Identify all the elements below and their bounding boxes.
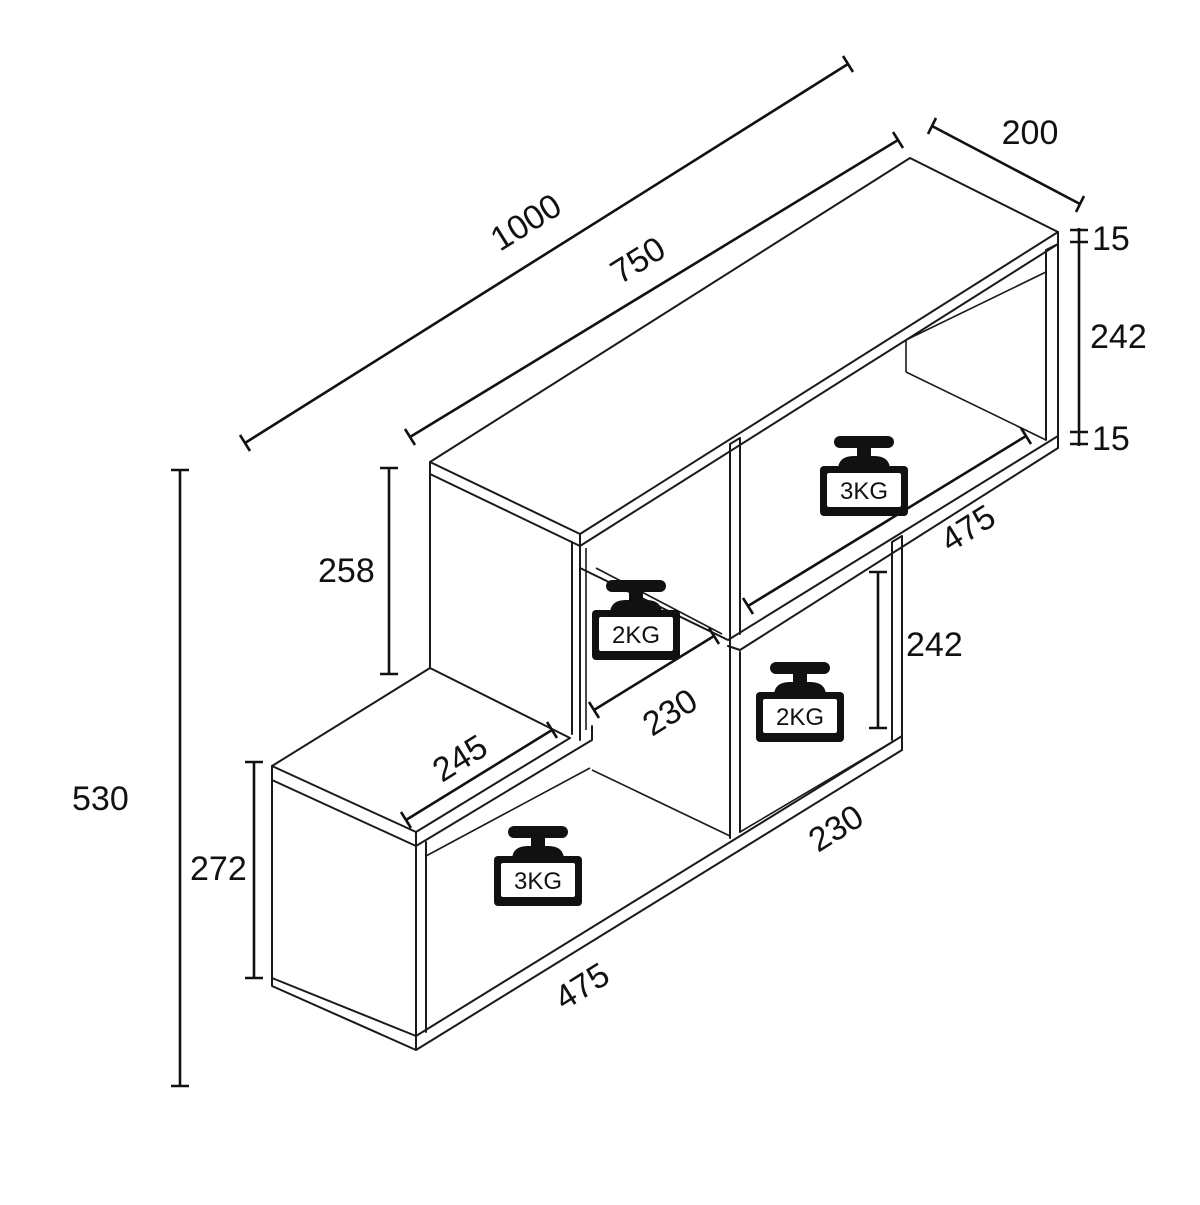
weight-handle xyxy=(834,436,894,448)
label-top-left-width: 230 xyxy=(636,682,704,744)
dim-line-top-right-width xyxy=(747,434,1027,608)
dim-tick xyxy=(707,627,721,645)
dim-line-lower-left-width xyxy=(405,728,553,822)
weight-face xyxy=(599,617,673,651)
dim-line-overall-width xyxy=(244,62,849,445)
weight-icon: 3KG xyxy=(820,436,908,516)
lower-unit-top-panel-front-edge xyxy=(271,725,593,847)
dim-tick xyxy=(587,701,601,719)
dim-tick xyxy=(399,811,413,829)
weight-face xyxy=(827,473,901,507)
dim-tick xyxy=(545,721,559,739)
top-unit-right-side xyxy=(1045,243,1059,441)
lower-unit-left-side xyxy=(271,779,427,1037)
weight-neck xyxy=(629,590,643,602)
label-top-board: 15 xyxy=(1092,220,1130,258)
lower-unit-divider xyxy=(729,651,741,839)
label-depth: 200 xyxy=(1002,114,1059,152)
weight-label: 2KG xyxy=(612,622,660,649)
weight-icon: 2KG xyxy=(592,580,680,660)
dimension-labels: 1000 750 200 15 242 15 258 475 230 242 2… xyxy=(72,114,1147,1018)
shelf-drawing xyxy=(271,157,1059,1051)
label-bottom-width: 475 xyxy=(548,956,616,1018)
dim-line-top-left-width xyxy=(593,634,715,712)
label-middle-board: 15 xyxy=(1092,420,1130,458)
weight-face xyxy=(501,863,575,897)
lower-unit-back-line xyxy=(591,769,731,837)
dim-tick xyxy=(926,117,938,135)
label-top-inner-height: 242 xyxy=(1090,318,1147,356)
weight-icon: 3KG xyxy=(494,826,582,906)
top-unit-top-panel-front-edge xyxy=(429,231,1059,547)
weight-neck xyxy=(531,836,545,848)
dim-tick xyxy=(1019,427,1033,445)
weight-handle xyxy=(606,580,666,592)
weight-icons: 3KG 2KG 2KG 3KG xyxy=(494,436,908,906)
weight-face xyxy=(763,699,837,733)
dim-line-depth xyxy=(931,124,1081,206)
dim-line-top-unit-width xyxy=(409,138,899,439)
top-unit-back-edge xyxy=(905,271,1047,441)
dim-tick xyxy=(741,597,755,615)
dim-tick xyxy=(841,55,855,73)
dim-tick xyxy=(891,131,905,149)
weight-icon: 2KG xyxy=(756,662,844,742)
label-lower-right-height: 242 xyxy=(906,626,963,664)
dim-tick xyxy=(403,428,417,446)
weight-handle xyxy=(770,662,830,674)
dim-tick xyxy=(238,434,252,452)
label-top-left-height: 258 xyxy=(318,552,375,590)
dim-tick xyxy=(1074,195,1086,213)
top-unit-left-side xyxy=(429,473,581,741)
dimension-lines xyxy=(171,55,1088,1088)
label-total-height: 530 xyxy=(72,780,129,818)
label-lower-left-width: 245 xyxy=(426,728,494,790)
lower-unit-top-panel xyxy=(271,667,571,833)
lower-unit-right-side xyxy=(891,535,903,745)
weight-handle xyxy=(508,826,568,838)
top-unit-divider xyxy=(729,437,741,641)
weight-label: 3KG xyxy=(840,478,888,505)
label-lower-left-height: 272 xyxy=(190,850,247,888)
lower-unit-right-back-line xyxy=(739,741,893,833)
lower-unit-inner-top xyxy=(425,767,591,857)
middle-shelf-inner-edge xyxy=(595,567,723,635)
label-lower-right-width: 230 xyxy=(802,798,870,860)
weight-neck xyxy=(857,446,871,458)
lower-unit-bottom-panel xyxy=(271,735,903,1051)
weight-neck xyxy=(793,672,807,684)
weight-label: 2KG xyxy=(776,704,824,731)
weight-label: 3KG xyxy=(514,868,562,895)
